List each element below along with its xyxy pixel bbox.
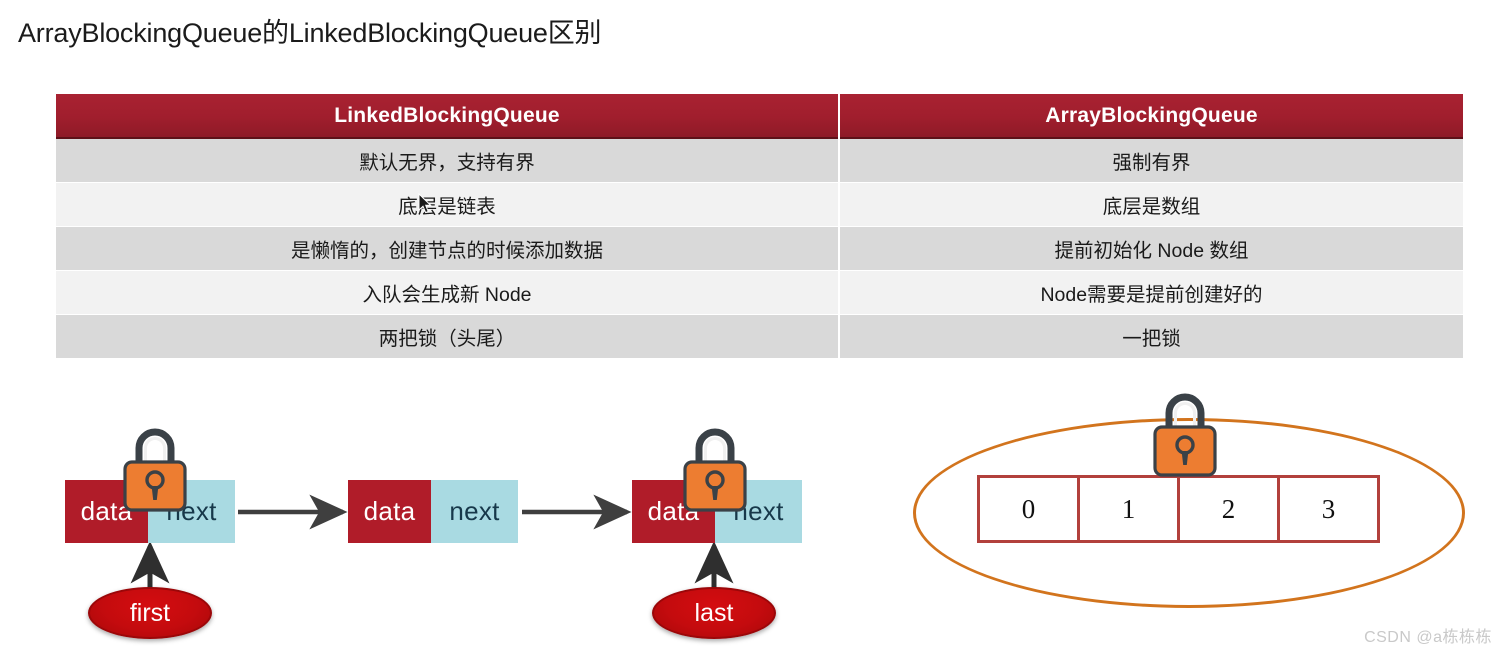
table-cell-left: 默认无界，支持有界	[56, 139, 838, 183]
array-diagram: 0 1 2 3	[900, 380, 1490, 620]
table-row: 是懒惰的，创建节点的时候添加数据 提前初始化 Node 数组	[56, 227, 1463, 271]
array-boundary-ellipse	[913, 418, 1465, 608]
comparison-table: LinkedBlockingQueue ArrayBlockingQueue 默…	[56, 94, 1463, 359]
table-column-divider	[838, 94, 840, 139]
table-row: 入队会生成新 Node Node需要是提前创建好的	[56, 271, 1463, 315]
pointer-first: first	[88, 587, 212, 639]
table-cell-left: 是懒惰的，创建节点的时候添加数据	[56, 227, 838, 271]
table-cell-right: 底层是数组	[840, 183, 1463, 227]
table-column-divider	[838, 139, 840, 183]
table-column-divider	[838, 227, 840, 271]
table-header-linkedblockingqueue: LinkedBlockingQueue	[56, 94, 838, 139]
table-cell-right: 一把锁	[840, 315, 1463, 359]
table-header-arrayblockingqueue: ArrayBlockingQueue	[840, 94, 1463, 139]
table-cell-right: 提前初始化 Node 数组	[840, 227, 1463, 271]
pointer-last: last	[652, 587, 776, 639]
table-cell-right: Node需要是提前创建好的	[840, 271, 1463, 315]
table-column-divider	[838, 315, 840, 359]
node-next-cell: next	[431, 480, 518, 543]
array-cell: 2	[1177, 475, 1280, 543]
array-cells: 0 1 2 3	[977, 475, 1380, 543]
table-row: 底层是链表 底层是数组	[56, 183, 1463, 227]
table-cell-left: 入队会生成新 Node	[56, 271, 838, 315]
table-cell-left: 两把锁（头尾）	[56, 315, 838, 359]
array-cell: 3	[1277, 475, 1380, 543]
array-cell: 0	[977, 475, 1080, 543]
table-cell-right: 强制有界	[840, 139, 1463, 183]
linked-list-arrows	[130, 494, 734, 588]
table-header-row: LinkedBlockingQueue ArrayBlockingQueue	[56, 94, 1463, 139]
watermark: CSDN @a栋栋栋	[1364, 629, 1492, 646]
array-cell: 1	[1077, 475, 1180, 543]
table-row: 两把锁（头尾） 一把锁	[56, 315, 1463, 359]
table-cell-left: 底层是链表	[56, 183, 838, 227]
table-column-divider	[838, 183, 840, 227]
padlock-icon	[123, 428, 187, 512]
node-data-cell: data	[348, 480, 431, 543]
page-title: ArrayBlockingQueue的LinkedBlockingQueue区别	[18, 18, 602, 48]
padlock-icon	[1153, 393, 1217, 477]
table-row: 默认无界，支持有界 强制有界	[56, 139, 1463, 183]
table-column-divider	[838, 271, 840, 315]
list-node: data next	[348, 480, 518, 543]
padlock-icon	[683, 428, 747, 512]
